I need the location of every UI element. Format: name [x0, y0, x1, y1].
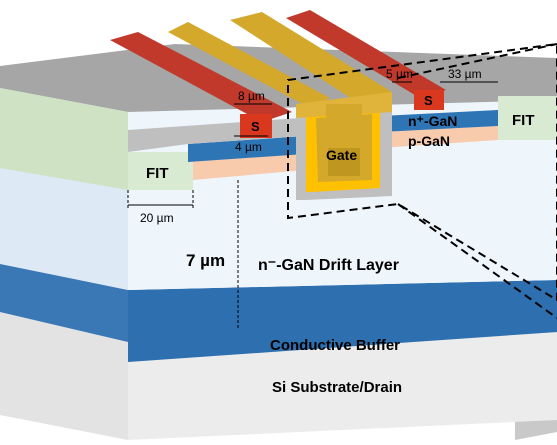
dim-7um-label: 7 µm [186, 251, 225, 270]
dim-4um-label: 4 µm [235, 140, 262, 154]
fit-left-region [0, 88, 128, 190]
source-right-label: S [424, 93, 433, 108]
zoom-box [287, 42, 557, 302]
n-plus-right [380, 110, 498, 132]
fit-left-label: FIT [146, 165, 169, 182]
buffer-label: Conductive Buffer [270, 337, 400, 354]
dim-20um-label: 20 µm [140, 211, 174, 225]
source-bar-left [110, 32, 292, 122]
substrate-label: Si Substrate/Drain [272, 379, 402, 396]
n-plus-left [188, 136, 305, 162]
source-left-pad [240, 114, 272, 138]
p-gan-right [380, 126, 498, 148]
zoom-line-bottom [397, 203, 557, 319]
drift-layer-label: n⁻-GaN Drift Layer [258, 257, 399, 274]
gate-bar-back [168, 22, 330, 108]
n-plus-gan-label: n⁺-GaN [408, 113, 457, 129]
dim-33um-label: 33 µm [448, 67, 482, 81]
buffer-layer-front [128, 280, 557, 362]
gate-label: Gate [326, 147, 357, 163]
source-bar-right [286, 10, 446, 98]
source-left-label: S [251, 119, 260, 134]
fit-right-front [498, 96, 557, 140]
dim-5um-label: 5 µm [386, 67, 413, 81]
gate-bar-main [230, 12, 392, 104]
buffer-layer-left [0, 263, 128, 342]
source-right-pad [414, 90, 444, 110]
zoom-line-top [397, 43, 557, 79]
fit-right-label: FIT [512, 112, 535, 129]
substrate-front [128, 332, 557, 440]
gate-stem [326, 104, 362, 148]
substrate-layer [0, 310, 128, 440]
p-gan-label: p-GaN [408, 133, 450, 149]
dim-8um-label: 8 µm [238, 89, 265, 103]
fit-left-front [128, 152, 193, 190]
